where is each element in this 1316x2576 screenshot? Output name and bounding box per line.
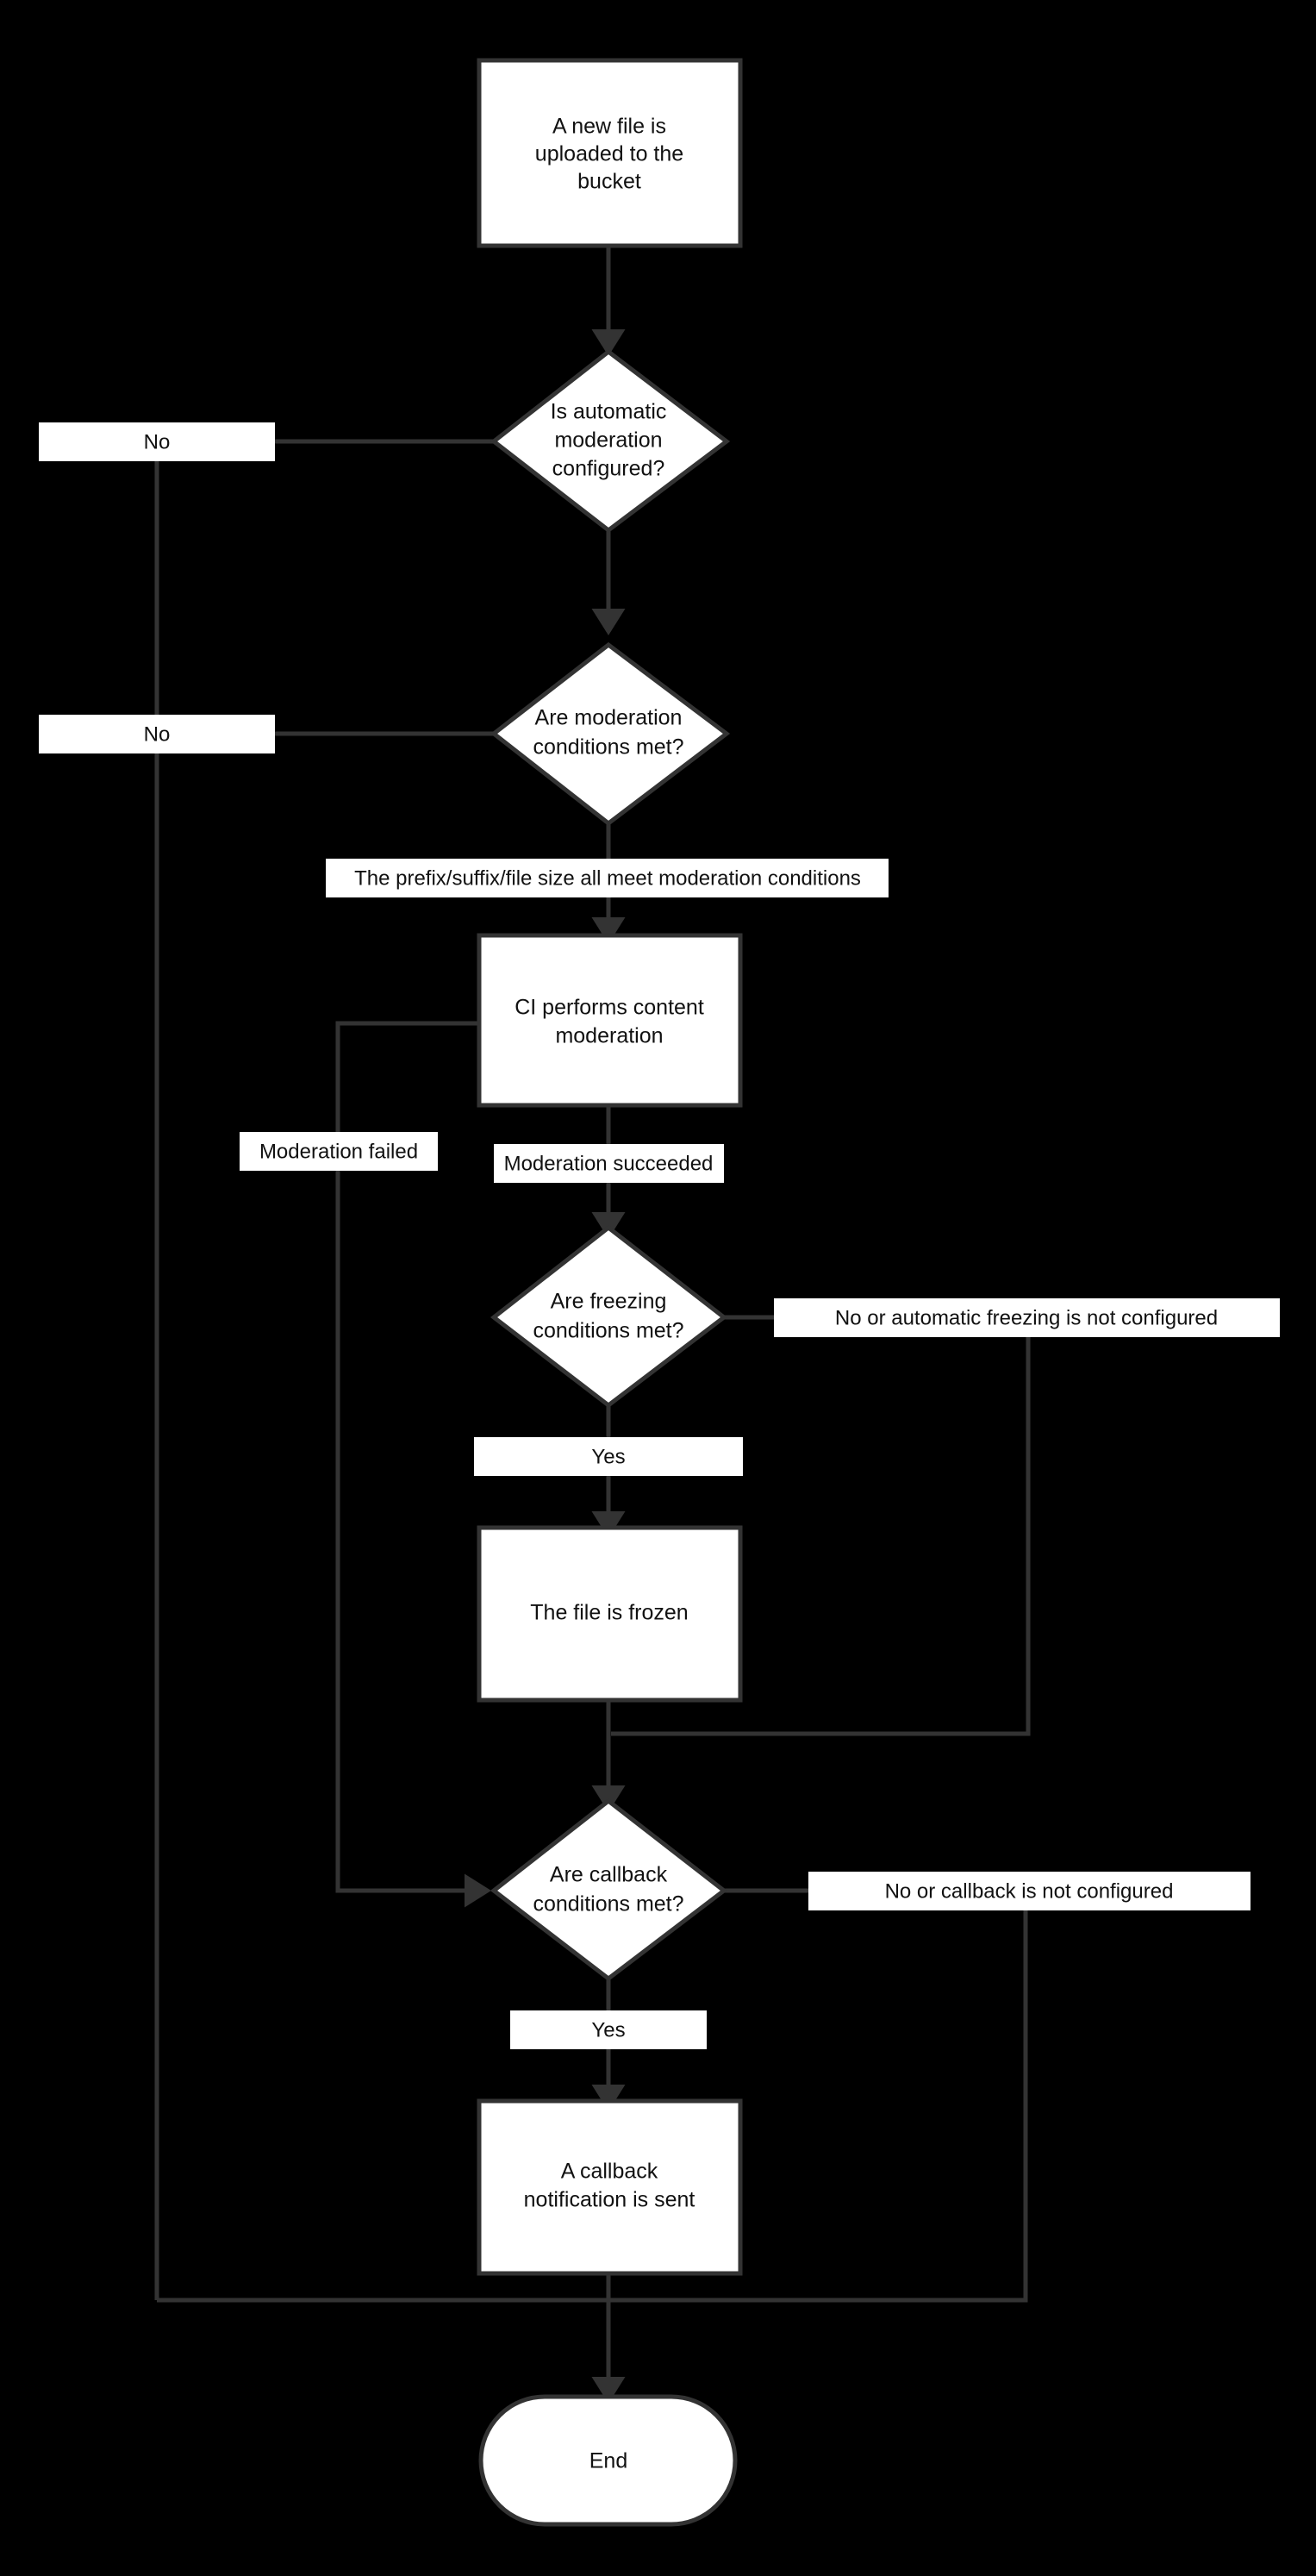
edge-label-moderation-failed: Moderation failed <box>240 1132 438 1171</box>
node-end-shape <box>478 2394 738 2527</box>
edge-label-moderation-conditions-no: No <box>39 715 275 753</box>
node-start-shape <box>477 58 743 248</box>
node-file-frozen-shape <box>477 1525 743 1703</box>
node-auto-moderation[interactable]: Is automatic moderation configured? <box>490 348 731 534</box>
node-start[interactable]: A new file is uploaded to the bucket <box>477 58 743 248</box>
edge-label-callback-no: No or callback is not configured <box>808 1872 1251 1910</box>
edge-label-moderation-succeeded: Moderation succeeded <box>494 1144 724 1183</box>
node-end[interactable]: End <box>478 2394 738 2527</box>
node-callback-sent-label-line2: notification is sent <box>524 2188 695 2212</box>
node-callback-conditions-label-line1: Are callback <box>550 1863 668 1887</box>
node-ci-moderation-label-line2: moderation <box>555 1024 663 1048</box>
node-start-label-line2: uploaded to the <box>535 142 683 166</box>
node-end-label: End <box>589 2449 627 2473</box>
edge-label-moderation-conditions-no-bg <box>39 715 275 753</box>
edge-label-moderation-failed-bg <box>240 1132 438 1171</box>
edge-label-freezing-no-text: No or automatic freezing is not configur… <box>835 1306 1218 1329</box>
node-callback-sent-label-line1: A callback <box>561 2160 658 2184</box>
node-freezing-conditions-shape <box>490 1224 728 1409</box>
node-callback-conditions-label-line2: conditions met? <box>533 1892 683 1916</box>
edge-label-freezing-yes-text: Yes <box>591 1445 625 1468</box>
edge-label-moderation-conditions-no-text: No <box>144 722 171 746</box>
edge-label-freezing-yes-bg <box>474 1437 743 1476</box>
edge-label-callback-no-bg <box>808 1872 1251 1910</box>
edge-label-auto-moderation-no-bg <box>39 422 275 461</box>
edge-label-prefix-suffix-met-bg <box>326 859 889 897</box>
edge-label-freezing-no: No or automatic freezing is not configur… <box>774 1298 1280 1337</box>
node-callback-conditions-shape <box>490 1798 728 1982</box>
node-start-label-line3: bucket <box>577 170 641 194</box>
node-moderation-conditions[interactable]: Are moderation conditions met? <box>490 641 731 827</box>
node-auto-moderation-label-line1: Is automatic <box>551 400 667 424</box>
edge-label-callback-no-text: No or callback is not configured <box>885 1879 1174 1903</box>
edge-label-auto-moderation-no-text: No <box>144 430 171 453</box>
node-auto-moderation-shape <box>490 348 731 534</box>
node-ci-moderation-label-line1: CI performs content <box>515 996 704 1020</box>
edge-label-callback-yes: Yes <box>510 2010 707 2049</box>
node-auto-moderation-label-line3: configured? <box>552 457 665 481</box>
node-freezing-conditions[interactable]: Are freezing conditions met? <box>490 1224 728 1409</box>
edge-label-prefix-suffix-met: The prefix/suffix/file size all meet mod… <box>326 859 889 897</box>
edge-label-freezing-no-bg <box>774 1298 1280 1337</box>
node-callback-sent[interactable]: A callback notification is sent <box>477 2098 743 2276</box>
edge-label-moderation-succeeded-bg <box>494 1144 724 1183</box>
node-auto-moderation-label-line2: moderation <box>554 428 662 453</box>
node-freezing-conditions-label-line2: conditions met? <box>533 1319 683 1343</box>
edge-label-auto-moderation-no: No <box>39 422 275 461</box>
node-moderation-conditions-label-line1: Are moderation <box>535 706 683 730</box>
edge-label-moderation-failed-text: Moderation failed <box>259 1140 418 1163</box>
node-ci-moderation-shape <box>477 933 743 1108</box>
edge-label-callback-yes-bg <box>510 2010 707 2049</box>
edge-moderation-failed-to-callback <box>335 1021 491 1908</box>
node-file-frozen-label: The file is frozen <box>530 1601 688 1625</box>
node-start-label-line1: A new file is <box>552 115 666 139</box>
node-moderation-conditions-shape <box>490 641 731 827</box>
edge-label-freezing-yes: Yes <box>474 1437 743 1476</box>
edge-label-prefix-suffix-met-text: The prefix/suffix/file size all meet mod… <box>354 866 861 890</box>
edge-label-moderation-succeeded-text: Moderation succeeded <box>504 1152 714 1175</box>
node-moderation-conditions-label-line2: conditions met? <box>533 735 683 760</box>
edge-label-callback-yes-text: Yes <box>591 2018 625 2041</box>
node-callback-sent-shape <box>477 2098 743 2276</box>
node-freezing-conditions-label-line1: Are freezing <box>551 1290 667 1314</box>
node-callback-conditions[interactable]: Are callback conditions met? <box>490 1798 728 1982</box>
node-file-frozen[interactable]: The file is frozen <box>477 1525 743 1703</box>
node-ci-moderation[interactable]: CI performs content moderation <box>477 933 743 1108</box>
